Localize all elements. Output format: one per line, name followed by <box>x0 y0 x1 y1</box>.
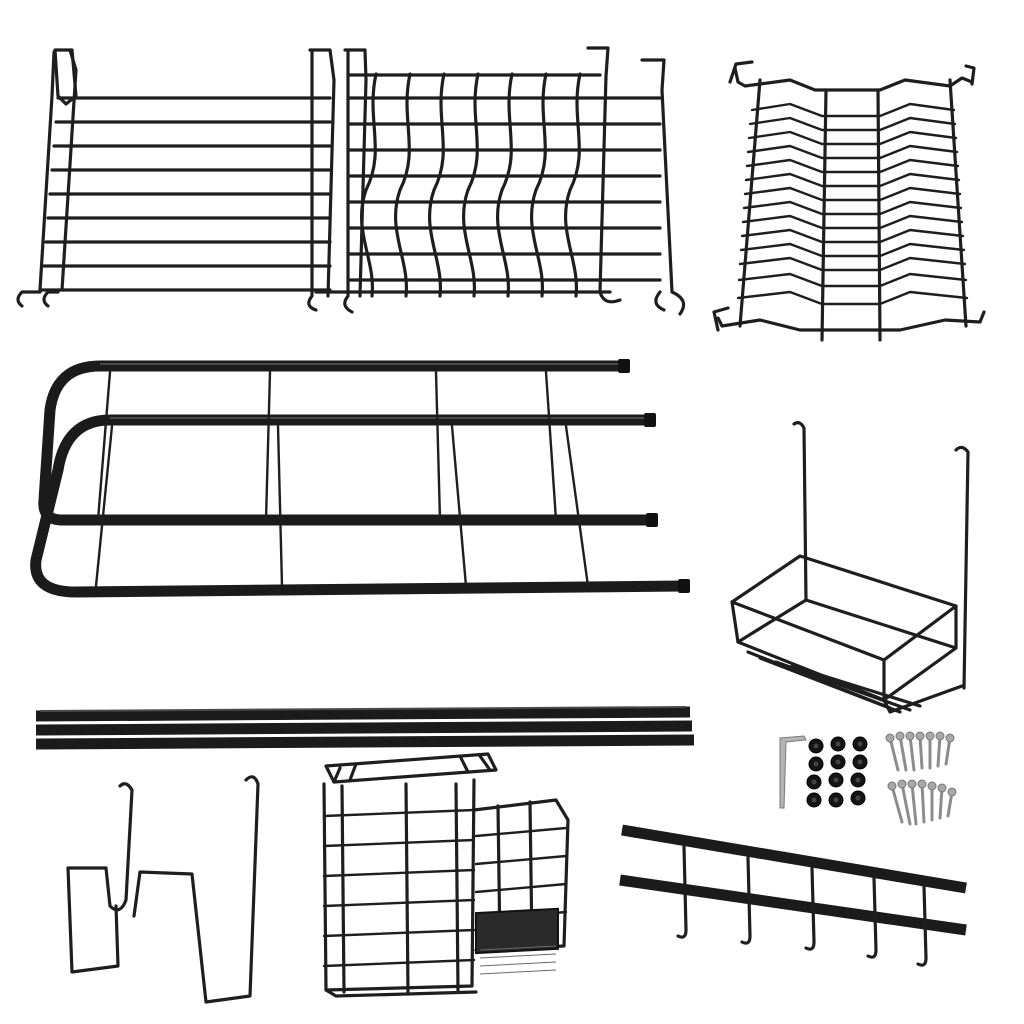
side-frame-tubes <box>30 359 690 598</box>
flat-shelf-grid <box>16 48 336 312</box>
hardware-kit <box>779 731 957 826</box>
board-holder-hook <box>66 775 260 1004</box>
wavy-dish-shelf <box>314 46 686 316</box>
support-tubes <box>35 706 695 750</box>
hanging-basket <box>730 421 970 714</box>
allen-key <box>779 735 807 809</box>
mesh-cup-base <box>475 907 559 975</box>
utensil-hook-bar <box>619 824 967 967</box>
plate-rack <box>712 60 986 342</box>
utensil-holder <box>322 752 570 998</box>
